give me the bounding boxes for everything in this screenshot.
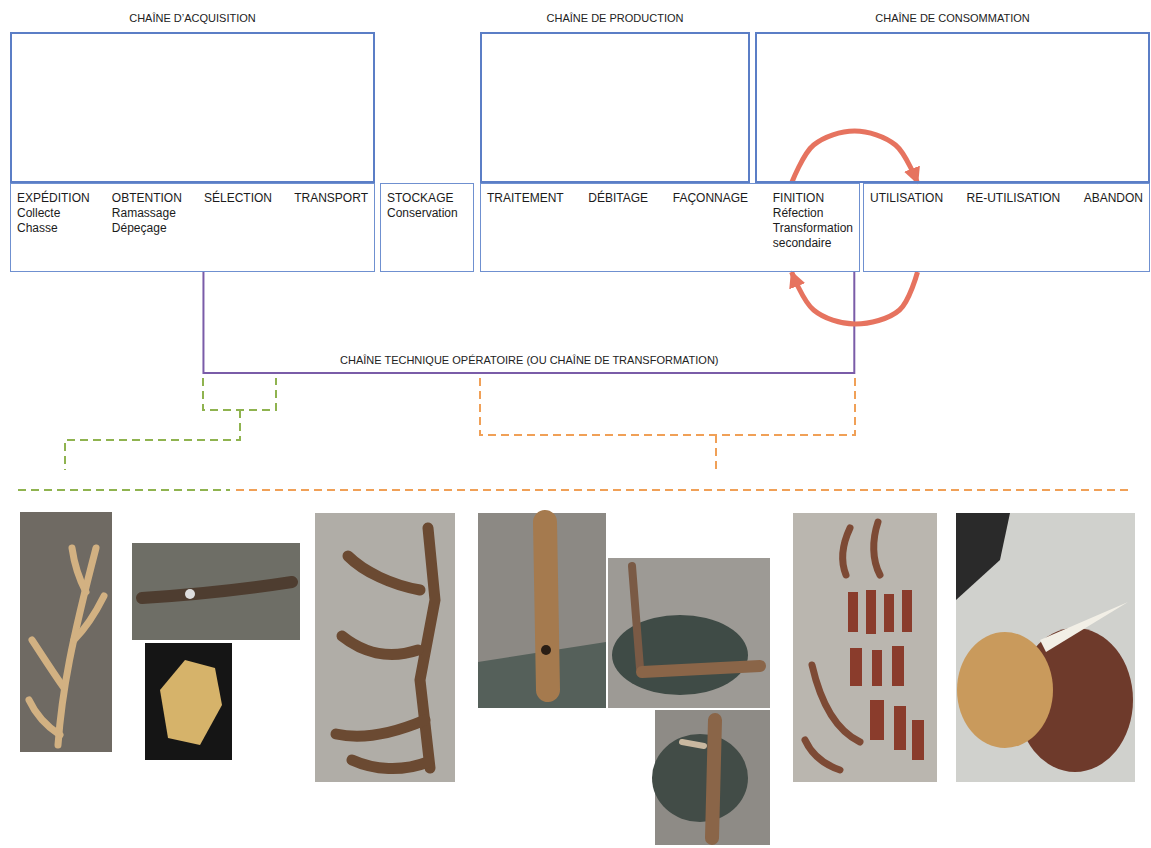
antler-tine (352, 760, 428, 769)
stage-box: STOCKAGE Conservation (380, 183, 474, 272)
blank (848, 592, 858, 632)
connector-label: CHAÎNE TECHNIQUE OPÉRATOIRE (OU CHAÎNE D… (337, 353, 722, 367)
stage-label: FINITION Réfection Transformation second… (773, 191, 853, 251)
antler-tine (72, 548, 86, 592)
blank (892, 646, 904, 686)
blank (902, 590, 912, 632)
stage-label: UTILISATION (870, 191, 943, 206)
antler-tine (874, 522, 880, 575)
photo-beam (132, 543, 300, 640)
photo-ground (793, 513, 937, 782)
dashed-rule (236, 489, 1133, 491)
blank (850, 648, 862, 686)
stage-label: ABANDON (1084, 191, 1143, 206)
photo-ground (315, 513, 455, 782)
stage-label: TRAITEMENT (487, 191, 564, 206)
antler-piece (545, 522, 548, 690)
cut-mark (185, 589, 195, 599)
blank (884, 594, 894, 632)
photo-segmented-antler (315, 513, 455, 782)
chain-title: CHAÎNE DE PRODUCTION (482, 11, 748, 25)
chain-frame: CHAÎNE D’ACQUISITION (10, 32, 375, 183)
antler-tine (29, 700, 60, 735)
antler-splinter (682, 742, 704, 746)
photo-blanks (793, 513, 937, 782)
blank (870, 700, 884, 740)
flint-tool (160, 660, 222, 745)
stage-box: EXPÉDITION Collecte Chasse OBTENTION Rama… (10, 183, 375, 272)
dashed-leader (65, 410, 240, 470)
chain-title: CHAÎNE DE CONSOMMATION (757, 11, 1148, 25)
photo-use (956, 513, 1135, 782)
bracket-connector (203, 272, 854, 373)
antler-tine (32, 640, 64, 688)
stage-label: FAÇONNAGE (673, 191, 748, 206)
blank (866, 590, 876, 634)
stage-label: DÉBITAGE (588, 191, 648, 206)
chain-frame: CHAÎNE DE PRODUCTION (480, 32, 750, 183)
antler-piece (642, 666, 760, 672)
antler-piece (712, 720, 715, 838)
antler-beam (142, 582, 292, 598)
dashed-bracket (203, 378, 276, 410)
chain-frame: CHAÎNE DE CONSOMMATION (755, 32, 1150, 183)
photo-cutting (478, 513, 606, 708)
dashed-rule (18, 489, 230, 491)
flint-tool (957, 632, 1053, 748)
stage-label: RE-UTILISATION (966, 191, 1060, 206)
stage-label: TRANSPORT (294, 191, 368, 206)
stage-label: STOCKAGE Conservation (387, 191, 458, 221)
photo-ground (956, 513, 1135, 782)
cycle-arrow (792, 272, 918, 324)
dashed-leader (715, 435, 717, 470)
blank (912, 720, 924, 760)
photo-ground (608, 558, 770, 708)
stage-label: EXPÉDITION Collecte Chasse (17, 191, 90, 236)
photo-antler (20, 512, 112, 752)
chain-title: CHAÎNE D’ACQUISITION (12, 11, 373, 25)
photo-ground (478, 513, 606, 708)
photo-flint (145, 643, 232, 760)
photo-ground (145, 643, 232, 760)
stage-label: OBTENTION Ramassage Dépeçage (112, 191, 182, 236)
photo-ground (132, 543, 300, 640)
photo-grooving (608, 558, 770, 708)
antler-tine (342, 636, 418, 654)
stone-anvil (612, 615, 748, 695)
cut-hole (541, 645, 551, 655)
antler-tine (348, 556, 420, 590)
antler-tine (843, 528, 850, 575)
antler-tine (74, 596, 104, 640)
cloth (956, 513, 1010, 600)
antler-tine (805, 740, 840, 770)
stage-box: TRAITEMENT DÉBITAGE FAÇONNAGE FINITION Réfe… (480, 183, 860, 272)
photo-ground (20, 512, 112, 752)
antler-beam (58, 548, 96, 745)
bone-blade (1040, 602, 1128, 652)
dashed-bracket (480, 378, 855, 435)
blank (872, 650, 882, 686)
antler-piece (632, 566, 640, 668)
stone-anvil (652, 734, 748, 822)
cycle-arrow (792, 131, 918, 183)
stage-label: SÉLECTION (204, 191, 272, 206)
stage-box: UTILISATION RE-UTILISATION ABANDON (863, 183, 1150, 272)
antler-tine (336, 720, 425, 736)
photo-splitting (652, 710, 770, 845)
blank (894, 706, 906, 750)
